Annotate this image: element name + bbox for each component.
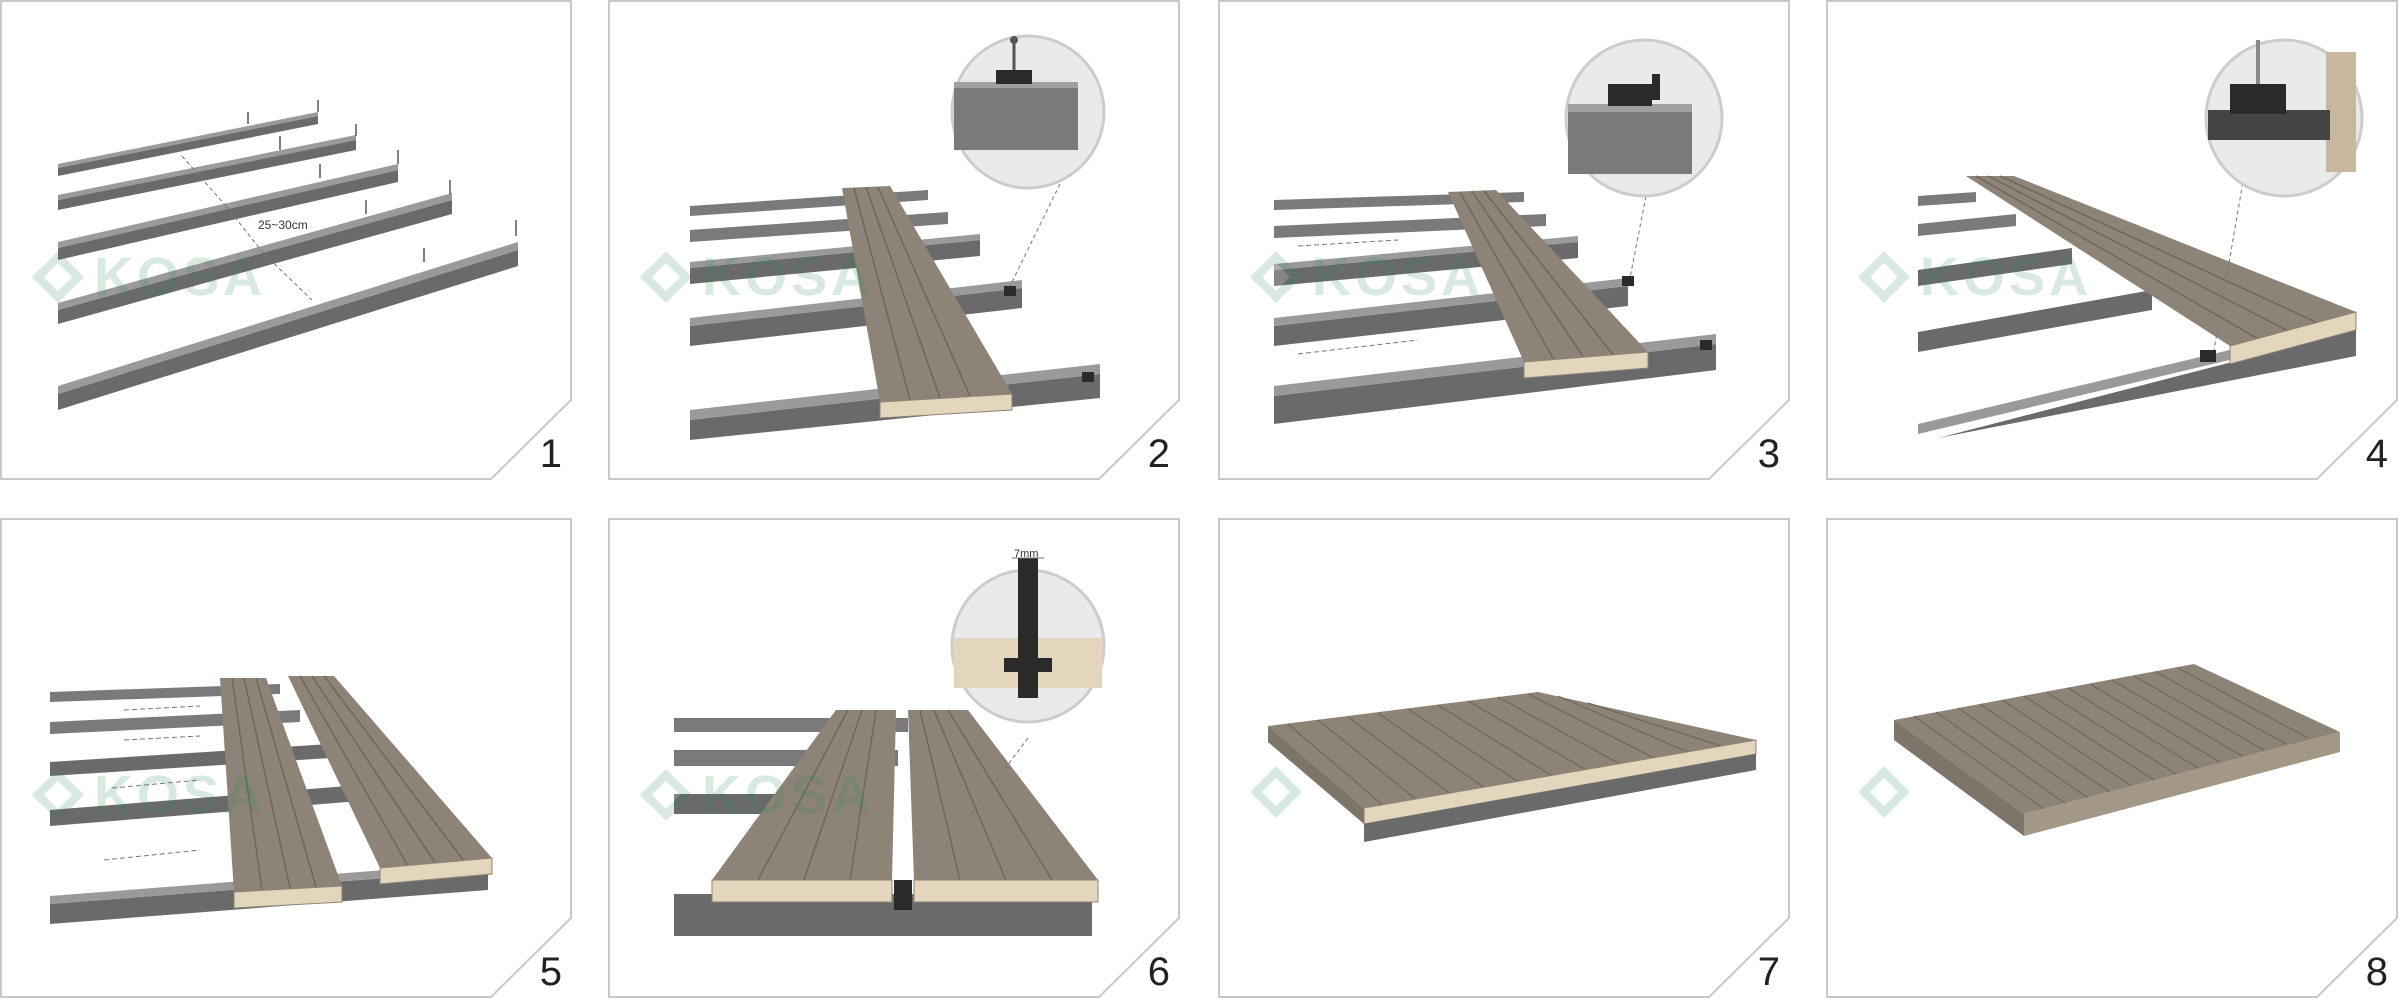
step-panel-8: 8: [1826, 518, 2398, 998]
first-board-illustration: [690, 34, 1106, 440]
deck-board: [220, 677, 343, 909]
step-number: 6: [1147, 950, 1170, 994]
completed-boards-illustration: [1268, 692, 1757, 842]
joist: [58, 242, 518, 410]
deck-board: [1966, 175, 2357, 365]
joist: [58, 164, 398, 260]
step-panel-6: 7mm KOSA 6: [608, 518, 1180, 998]
step-panel-5: KOSA 5: [0, 518, 572, 998]
deck-board: [1448, 190, 1649, 379]
step-number: 1: [539, 432, 562, 476]
deck-board: [711, 709, 896, 903]
step-panel-2: KOSA 2: [608, 0, 1180, 480]
gap-width-label: 7mm: [1014, 548, 1039, 560]
step-number: 8: [2365, 950, 2388, 994]
step-number: 3: [1757, 432, 1780, 476]
joists-layout-illustration: [58, 100, 518, 410]
direction-arrows: [103, 705, 201, 861]
joist: [58, 112, 318, 176]
detail-magnifier-circle: [2204, 38, 2364, 198]
board-clip-illustration: [1274, 38, 1724, 424]
direction-arrows: [1297, 239, 1419, 355]
deck-board: [908, 709, 1099, 903]
step-number: 7: [1757, 950, 1780, 994]
joist: [58, 193, 452, 324]
step-number: 2: [1147, 432, 1170, 476]
board-gap-illustration: [674, 557, 1106, 936]
joist-spacing-label: 25~30cm: [258, 218, 308, 232]
step-panel-3: KOSA 3: [1218, 0, 1790, 480]
deck-board: [842, 186, 1013, 419]
clip-icon: [1082, 372, 1094, 382]
screw-icon: [247, 100, 517, 262]
board-fastening-illustration: [1918, 38, 2364, 438]
detail-magnifier-circle: [950, 557, 1106, 724]
clip-icon: [2200, 350, 2216, 362]
finished-deck-illustration: [1894, 664, 2340, 836]
joist: [58, 135, 356, 210]
step-number: 4: [2365, 432, 2388, 476]
deck-surface: [1894, 664, 2340, 814]
step-panel-7: 7: [1218, 518, 1790, 998]
clip-icon: [1622, 276, 1634, 286]
clip-icon: [1004, 286, 1016, 296]
step-panel-4: KOSA 4: [1826, 0, 2398, 480]
detail-magnifier-circle: [950, 34, 1106, 190]
second-board-illustration: [50, 675, 493, 924]
clip-icon: [894, 880, 912, 910]
deck-board: [288, 675, 493, 885]
clip-icon: [1700, 340, 1712, 350]
step-panel-1: 25~30cm KOSA 1: [0, 0, 572, 480]
detail-magnifier-circle: [1564, 38, 1724, 198]
step-number: 5: [539, 950, 562, 994]
spacing-arrows: [181, 155, 313, 301]
